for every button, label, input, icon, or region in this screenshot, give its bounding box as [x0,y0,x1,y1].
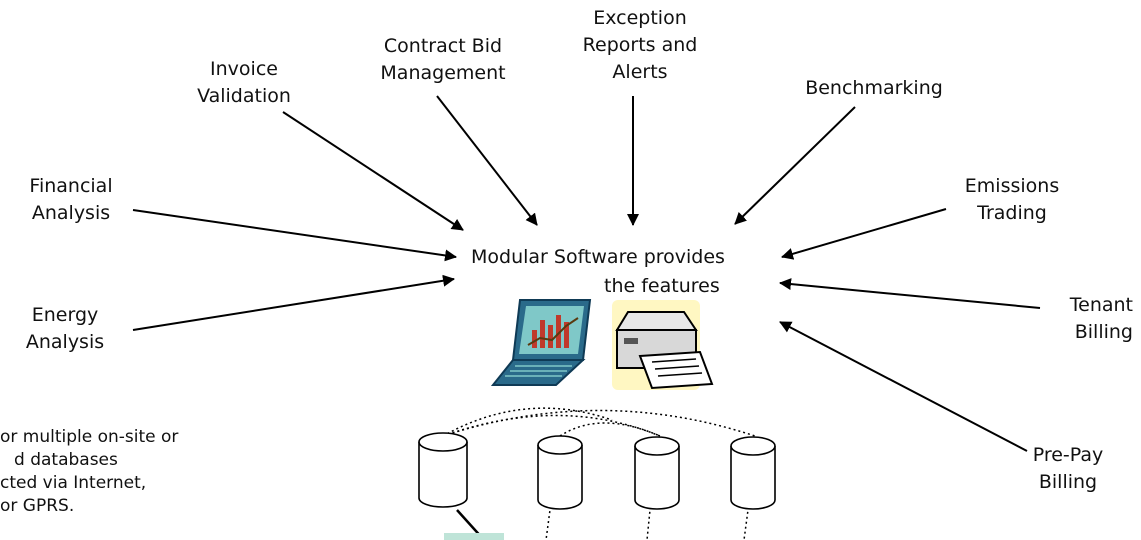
arrow-benchmarking [734,106,856,225]
arrow-contract-bid [436,95,538,226]
center-title: Modular Software provides [471,246,725,268]
arrow-invoice-validation [282,111,464,231]
arrow-prepay-billing [779,321,1028,452]
arrow-financial-analysis [132,209,457,262]
feature-benchmarking: Benchmarking [805,77,943,99]
network-links [442,407,756,540]
arrow-tenant-billing [779,278,1041,309]
printer-icon [612,300,714,390]
database-icon [730,436,776,510]
database-icon [418,432,468,508]
center-title-continued: the features [604,275,720,297]
laptop-chart-icon [490,299,592,386]
database-icon [537,435,583,510]
databases-note: or multiple on-site or d databases cted … [0,427,179,516]
arrow-energy-analysis [132,274,455,331]
database-icon [634,436,680,510]
network-device [444,533,504,540]
arrow-emissions-trading [781,208,947,260]
